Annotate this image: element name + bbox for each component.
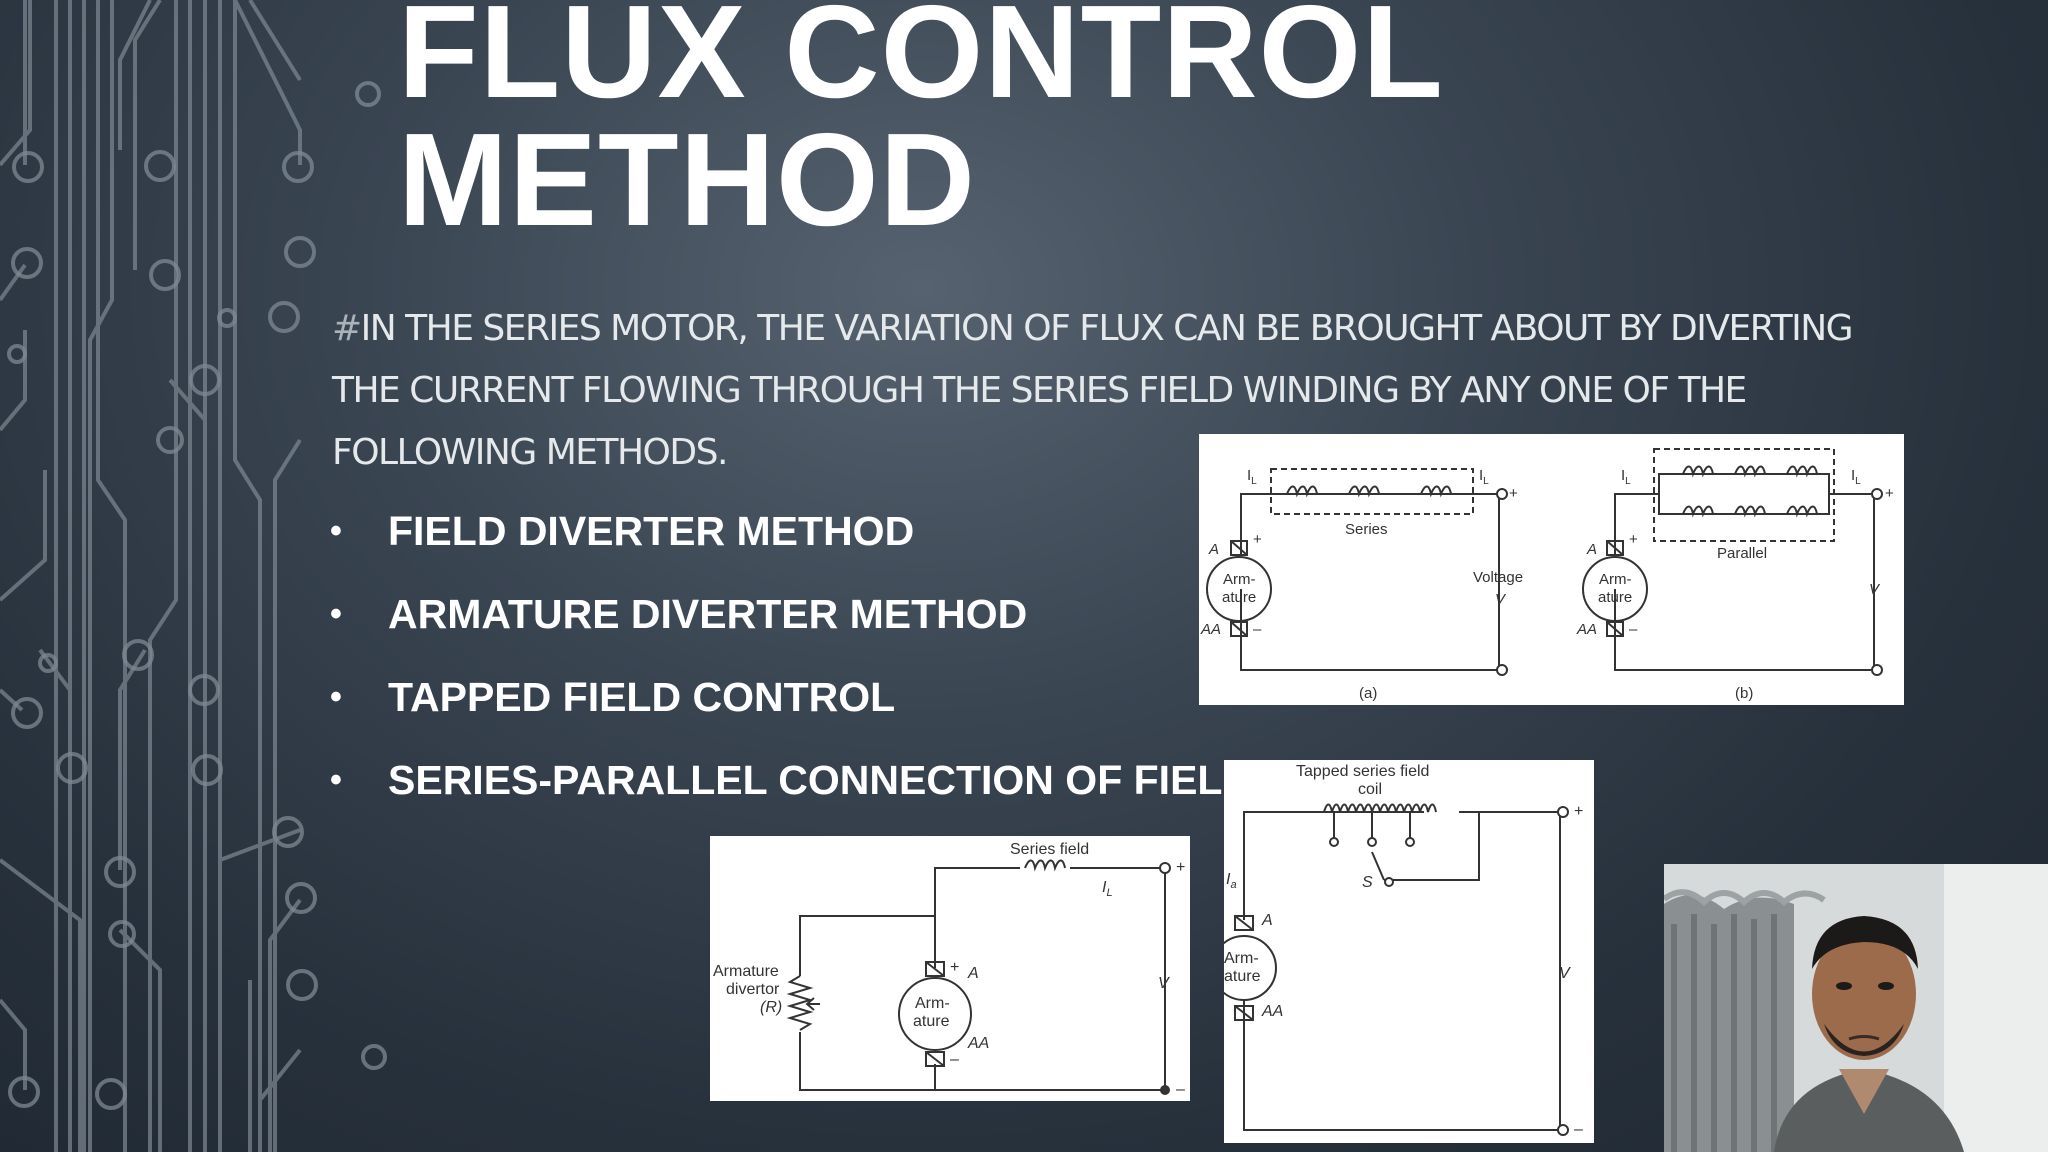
label-minus-out: – (1176, 1081, 1185, 1098)
label-current-b2: IL (1851, 467, 1861, 487)
label-armature-1: Arm- (1224, 950, 1259, 967)
label-plus: + (1253, 531, 1262, 548)
label-aa: AA (1200, 621, 1221, 638)
label-diverter-3: (R) (760, 999, 782, 1016)
label-minus: – (950, 1051, 959, 1068)
series-parallel-diagram: IL IL Series A + Arm- ature AA – Voltage… (1199, 434, 1904, 705)
label-series-field: Series field (1010, 841, 1089, 858)
hash-symbol: # (332, 308, 362, 349)
armature-diverter-svg: Series field IL Armature divertor (R) Ar… (713, 841, 1185, 1098)
label-minus-b: – (1629, 621, 1638, 638)
presenter-webcam (1664, 864, 2048, 1152)
label-a: A (967, 965, 979, 982)
label-armature-1: Arm- (915, 995, 950, 1012)
list-item: • TAPPED FIELD CONTROL (330, 664, 1252, 747)
bullet-icon: • (330, 678, 342, 716)
label-diverter-2: divertor (726, 981, 780, 998)
label-aa: AA (967, 1035, 989, 1052)
label-plus-out: + (1509, 485, 1518, 502)
circuit-decoration (0, 0, 387, 1152)
label-diverter-1: Armature (713, 963, 779, 980)
label-current: IL (1102, 879, 1113, 899)
slide-title: FLUX CONTROL METHOD (398, 0, 1444, 246)
label-plus-b: + (1629, 531, 1638, 548)
method-label: FIELD DIVERTER METHOD (388, 508, 915, 554)
label-voltage: Voltage (1473, 569, 1523, 586)
label-armature-b1: Arm- (1599, 571, 1632, 588)
label-armature-1: Arm- (1223, 571, 1256, 588)
title-line-2: METHOD (398, 106, 976, 253)
bullet-icon: • (330, 512, 342, 550)
series-parallel-svg: IL IL Series A + Arm- ature AA – Voltage… (1200, 448, 1894, 702)
label-tapped-1: Tapped series field (1296, 763, 1429, 780)
label-current-a: IL (1247, 467, 1257, 487)
label-armature-2: ature (1224, 968, 1261, 985)
label-v: V (1158, 975, 1170, 992)
label-a: A (1208, 541, 1219, 558)
tapped-field-svg: Tapped series field coil S Ia A Arm- atu… (1224, 763, 1583, 1138)
label-tapped-2: coil (1358, 781, 1382, 798)
list-item: • FIELD DIVERTER METHOD (330, 498, 1252, 581)
intro-text: IN THE SERIES MOTOR, THE VARIATION OF FL… (332, 308, 1854, 473)
presenter-video-frame (1664, 864, 2048, 1152)
label-a-b: A (1586, 541, 1597, 558)
label-current-a2: IL (1479, 467, 1489, 487)
caption-b: (b) (1735, 685, 1753, 702)
list-item: • ARMATURE DIVERTER METHOD (330, 581, 1252, 664)
label-v: V (1495, 591, 1507, 608)
label-plus: + (950, 959, 959, 976)
label-armature-2: ature (1222, 589, 1256, 606)
label-a: A (1261, 912, 1273, 929)
label-current-b: IL (1621, 467, 1631, 487)
label-parallel: Parallel (1717, 545, 1767, 562)
bullet-icon: • (330, 761, 342, 799)
caption-a: (a) (1359, 685, 1377, 702)
armature-diverter-diagram: Series field IL Armature divertor (R) Ar… (710, 836, 1190, 1101)
label-plus-out: + (1176, 859, 1185, 876)
method-label: SERIES-PARALLEL CONNECTION OF FIELD (388, 757, 1253, 803)
methods-list: • FIELD DIVERTER METHOD • ARMATURE DIVERTE… (330, 498, 1252, 830)
tapped-field-diagram: Tapped series field coil S Ia A Arm- atu… (1224, 760, 1594, 1143)
label-ia: Ia (1226, 871, 1237, 891)
label-aa-b: AA (1576, 621, 1597, 638)
label-v: V (1559, 965, 1571, 982)
title-line-1: FLUX CONTROL (398, 0, 1444, 125)
label-plus-out-b: + (1885, 485, 1894, 502)
label-s: S (1362, 874, 1373, 891)
list-item: • SERIES-PARALLEL CONNECTION OF FIELD (330, 747, 1252, 830)
label-minus: – (1253, 621, 1262, 638)
label-aa: AA (1261, 1003, 1283, 1020)
label-series: Series (1345, 521, 1388, 538)
label-plus-out: + (1574, 803, 1583, 820)
label-v-b: V (1869, 581, 1881, 598)
method-label: TAPPED FIELD CONTROL (388, 674, 896, 720)
intro-paragraph: #IN THE SERIES MOTOR, THE VARIATION OF F… (332, 298, 1892, 484)
bullet-icon: • (330, 595, 342, 633)
method-label: ARMATURE DIVERTER METHOD (388, 591, 1028, 637)
label-armature-2: ature (913, 1013, 950, 1030)
label-minus-out: – (1574, 1121, 1583, 1138)
label-armature-b2: ature (1598, 589, 1632, 606)
